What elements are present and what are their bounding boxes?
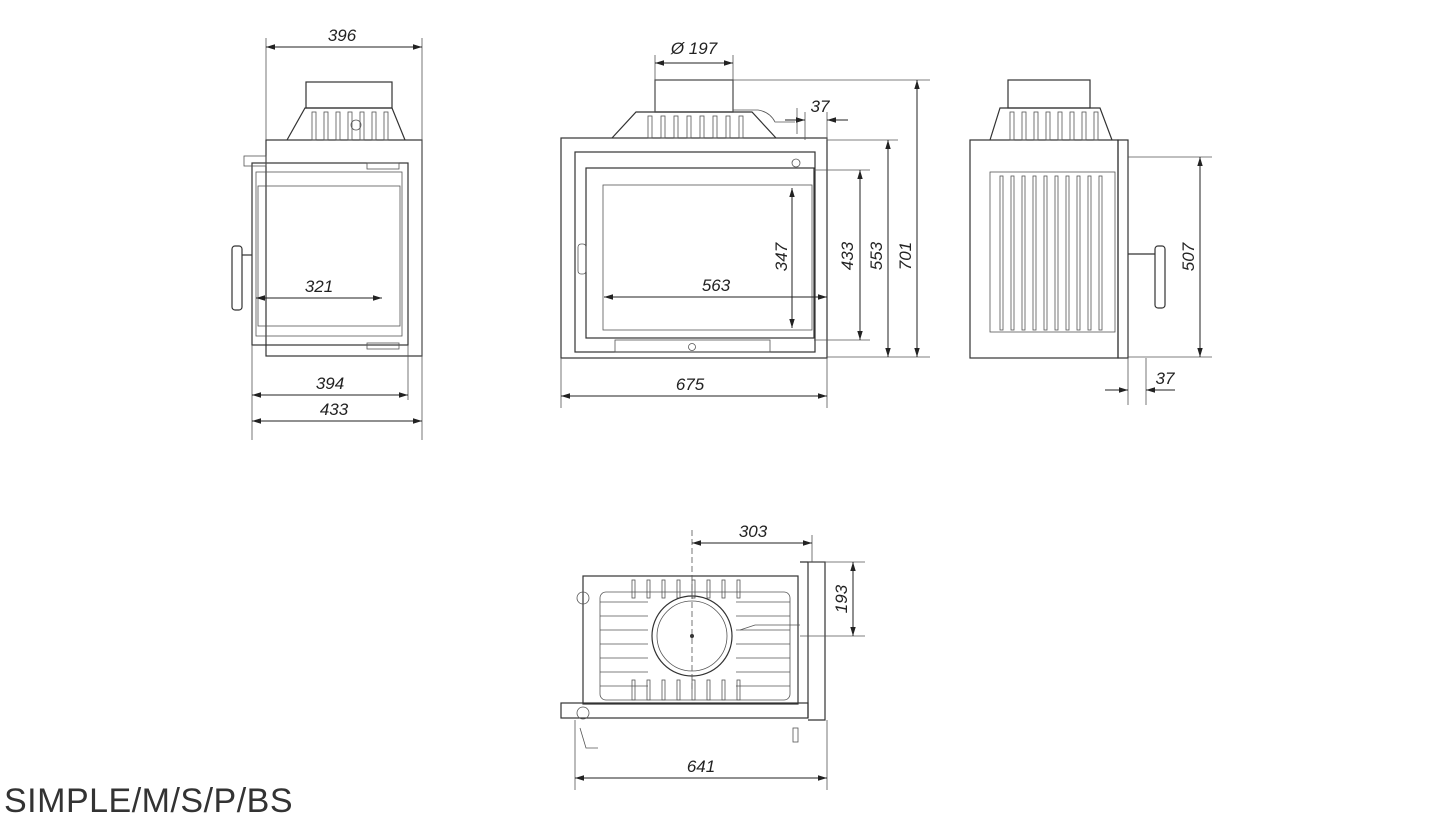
fin [1065,175,1070,331]
fin [1076,175,1081,331]
dim-side-glass: 321 [305,277,333,296]
fin [736,579,741,599]
fin [736,679,741,701]
front-view: Ø 197 37 563 347 433 553 701 675 [560,39,930,408]
fin [1081,111,1087,141]
dim-flue-diameter: Ø 197 [670,39,718,58]
fin [1043,175,1048,331]
dim-top-flue-position: 303 [739,522,768,541]
fin [647,115,653,139]
fin [371,111,377,141]
fin [646,579,651,599]
dim-right-height: 507 [1179,242,1198,271]
fin [323,111,329,141]
left-side-view: 396 321 394 433 [231,26,423,440]
fin [738,115,744,139]
fin [999,175,1004,331]
dim-body-height: 553 [867,241,886,270]
fin [676,679,681,701]
fin [706,579,711,599]
dim-side-door: 394 [316,374,344,393]
fin [1033,111,1039,141]
dim-total-height: 701 [896,242,915,270]
fin [631,579,636,599]
fin [1010,175,1015,331]
fin [676,579,681,599]
fin [661,579,666,599]
fin [691,679,696,701]
fin [1032,175,1037,331]
fin [712,115,718,139]
fin [1054,175,1059,331]
fin [383,111,389,141]
fin [1021,111,1027,141]
model-title: SIMPLE/M/S/P/BS [4,782,294,820]
fin [631,679,636,701]
fin [347,111,353,141]
fin [1021,175,1026,331]
fin [691,579,696,599]
fin [311,111,317,141]
fin [661,679,666,701]
fin [1098,175,1103,331]
fin [1009,111,1015,141]
dim-glass-height: 347 [772,242,791,271]
fin [725,115,731,139]
fin [1087,175,1092,331]
dim-frame-height: 433 [838,241,857,270]
fin [646,679,651,701]
dim-total-width: 675 [676,375,705,394]
fin [686,115,692,139]
dim-flue-offset: 37 [811,97,830,116]
fin [721,679,726,701]
dim-side-total: 433 [320,400,349,419]
fin [1069,111,1075,141]
dim-top-flue-depth: 193 [832,584,851,613]
right-side-view: 507 37 [969,79,1212,405]
fin [1093,111,1099,141]
fin [1045,111,1051,141]
fin [721,579,726,599]
dim-glass-width: 563 [702,276,731,295]
dim-side-top-depth: 396 [328,26,357,45]
dim-top-width: 641 [687,757,715,776]
fin [660,115,666,139]
fin [699,115,705,139]
fin [335,111,341,141]
top-view: 303 193 641 [560,522,865,790]
dim-right-depth: 37 [1156,369,1175,388]
fin [706,679,711,701]
fin [673,115,679,139]
fin [359,111,365,141]
fin [1057,111,1063,141]
